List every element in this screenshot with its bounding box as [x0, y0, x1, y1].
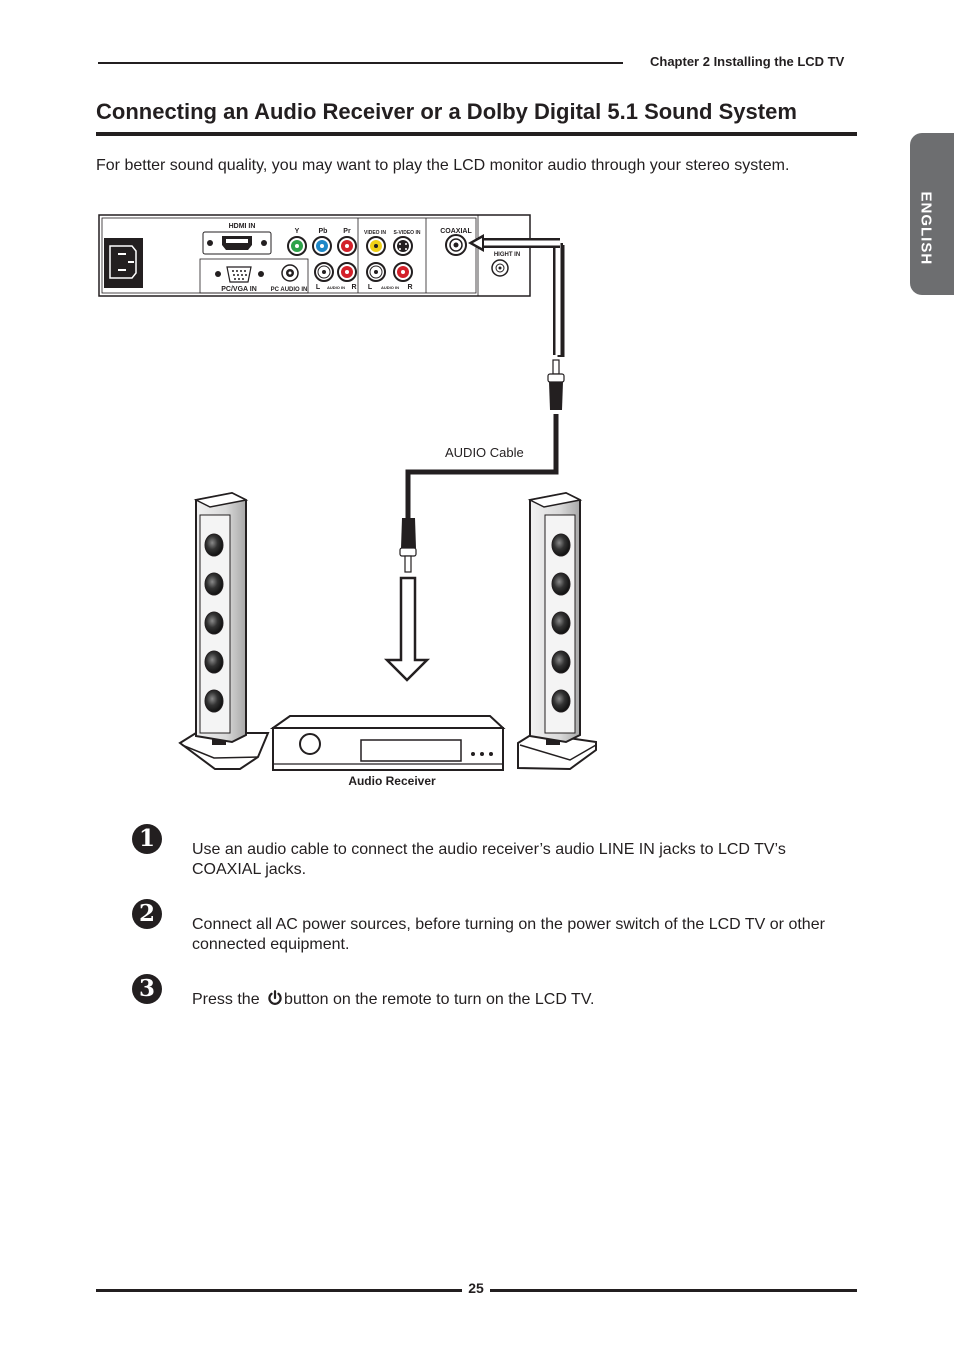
audio-receiver-label: Audio Receiver [348, 774, 436, 788]
hdmi-port-icon [202, 231, 272, 255]
power-icon [268, 990, 282, 1005]
component-jacks-icon [287, 236, 357, 256]
video-in-jack-icon [366, 236, 386, 256]
step-1-number: 1 [132, 824, 162, 854]
intro-paragraph: For better sound quality, you may want t… [96, 157, 790, 174]
av-audio-in-jacks-icon [366, 262, 413, 282]
audio-receiver-icon [269, 715, 506, 771]
label-video-in: VIDEO IN [364, 230, 386, 236]
right-speaker-icon [517, 491, 597, 771]
vga-port-icon [215, 266, 264, 283]
cable-route-arrow [468, 234, 565, 357]
down-arrow-icon [383, 576, 431, 682]
pc-audio-jack-icon [281, 264, 299, 282]
footer-rule-left [96, 1289, 462, 1292]
tv-back-panel: HDMI IN Y Pb Pr VIDEO IN S-VIDEO IN COAX… [98, 214, 531, 297]
label-l2: L [368, 284, 373, 291]
label-pr: Pr [343, 228, 351, 235]
label-s-video-in: S-VIDEO IN [394, 230, 421, 236]
label-l1: L [316, 284, 321, 291]
label-pc-vga-in: PC/VGA IN [221, 286, 257, 293]
chapter-heading: Chapter 2 Installing the LCD TV [650, 54, 845, 69]
audio-cable-icon [399, 359, 565, 573]
extra-jack-icon [491, 259, 509, 277]
label-pb: Pb [319, 228, 328, 235]
coaxial-jack-icon [445, 234, 467, 256]
label-pc-audio-in: PC AUDIO IN [271, 287, 308, 293]
step-2-text: Connect all AC power sources, before tur… [192, 916, 825, 953]
footer-rule-right [490, 1289, 857, 1292]
label-r2: R [407, 284, 412, 291]
label-audio-in-1: AUDIO IN [327, 285, 345, 290]
label-r1: R [351, 284, 356, 291]
audio-cable-label: AUDIO Cable [445, 445, 524, 460]
step-3-text-before: Press the [192, 991, 260, 1008]
label-hdmi-in: HDMI IN [229, 223, 256, 230]
label-y: Y [295, 228, 300, 235]
label-audio-in-2: AUDIO IN [381, 285, 399, 290]
title-underline [96, 132, 857, 136]
left-speaker-icon [178, 491, 270, 770]
label-hidden: HIGHT IN [494, 252, 520, 258]
step-3-text: Press the button on the remote to turn o… [192, 990, 842, 1010]
step-3-number: 3 [132, 974, 162, 1004]
label-coaxial: COAXIAL [440, 228, 472, 235]
language-tab [910, 133, 954, 295]
page-number: 25 [468, 1280, 484, 1296]
audio-in-jacks-icon [314, 262, 357, 282]
page-title: Connecting an Audio Receiver or a Dolby … [96, 99, 797, 124]
step-3-text-after: button on the remote to turn on the LCD … [284, 991, 595, 1008]
ac-power-socket-icon [104, 238, 143, 288]
step-1-text: Use an audio cable to connect the audio … [192, 841, 786, 878]
header-rule [98, 62, 623, 64]
step-2-number: 2 [132, 899, 162, 929]
s-video-jack-icon [393, 236, 413, 256]
